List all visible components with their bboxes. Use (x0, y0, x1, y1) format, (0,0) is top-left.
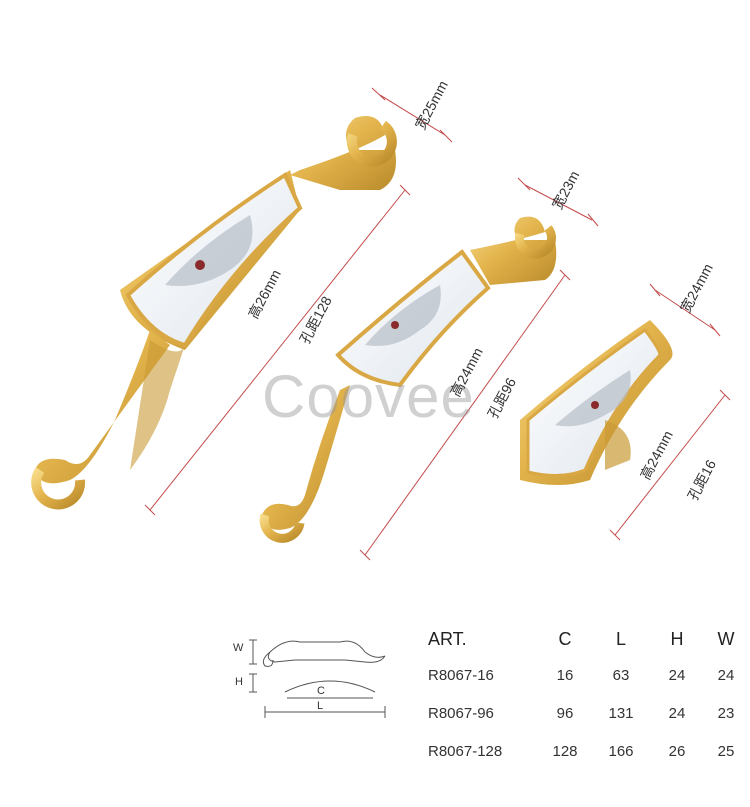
header-h: H (670, 628, 684, 649)
header-c: C (558, 628, 572, 649)
cell-c: 128 (552, 742, 578, 760)
schematic-l: L (317, 700, 324, 712)
schematic-c: C (317, 685, 325, 697)
table-row: R8067-16 16 63 24 24 (428, 656, 750, 694)
dimension-lines (144, 87, 731, 561)
handle-medium (259, 216, 557, 543)
cell-art: R8067-16 (428, 666, 494, 684)
cell-w: 23 (717, 704, 735, 722)
cell-l: 131 (608, 704, 634, 722)
handle-small (520, 320, 673, 485)
handles-svg (31, 87, 731, 561)
schematic-svg (249, 639, 386, 718)
cell-h: 26 (668, 742, 686, 760)
handle-large (31, 116, 397, 510)
cell-w: 25 (717, 742, 735, 760)
schematic-h: H (235, 676, 243, 688)
spec-table: ART. C L H W R8067-16 16 63 24 24 R8067-… (428, 622, 750, 770)
header-w: W (717, 628, 735, 649)
cell-h: 24 (668, 666, 686, 684)
table-row: R8067-128 128 166 26 25 (428, 732, 750, 770)
cell-w: 24 (717, 666, 735, 684)
cell-art: R8067-128 (428, 742, 503, 760)
cell-l: 166 (608, 742, 634, 760)
cell-c: 16 (556, 666, 574, 684)
cell-art: R8067-96 (428, 704, 494, 722)
product-illustration: Coovee 宽25mm 高26mm 孔距128 宽23m 高24mm 孔距96… (31, 78, 731, 561)
header-art: ART. (428, 628, 467, 649)
spec-header-row: ART. C L H W (428, 622, 750, 656)
cell-h: 24 (668, 704, 686, 722)
cell-c: 96 (556, 704, 574, 722)
dimension-schematic: W H C L (225, 630, 395, 725)
schematic-w: W (233, 642, 244, 654)
table-row: R8067-96 96 131 24 23 (428, 694, 750, 732)
watermark: Coovee (262, 363, 475, 430)
header-l: L (615, 628, 626, 649)
cell-l: 63 (612, 666, 630, 684)
